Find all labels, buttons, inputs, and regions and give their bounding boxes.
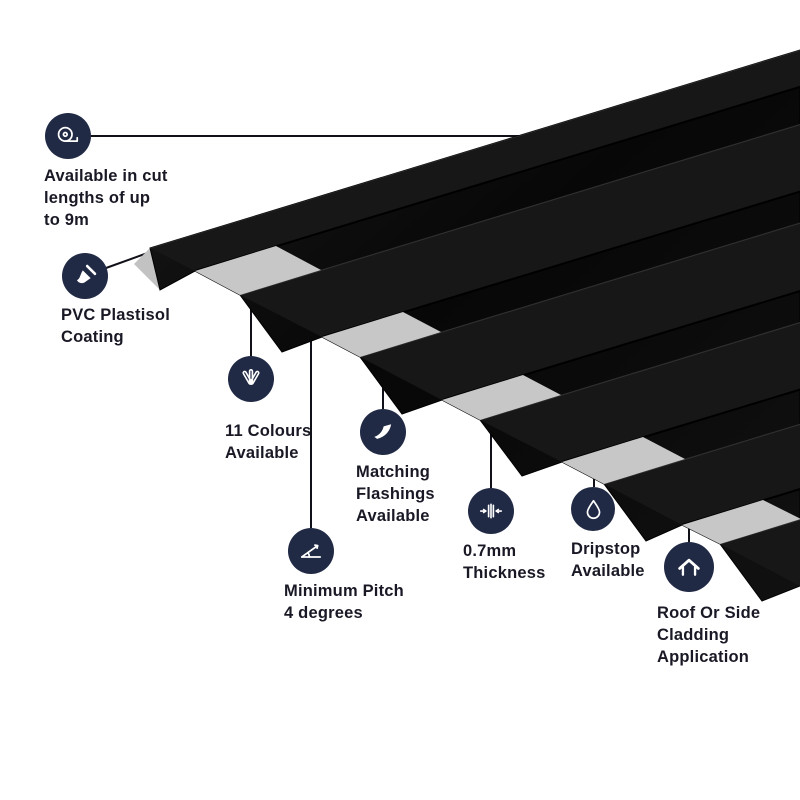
sheet-rib-shading — [150, 50, 800, 586]
sheet-valley-undersides — [195, 246, 800, 544]
sheet-tip-underside — [134, 248, 160, 290]
feature-label-thickness: 0.7mm Thickness — [463, 542, 546, 582]
pitch-angle-icon — [288, 528, 334, 574]
thickness-gauge-icon — [468, 488, 514, 534]
feature-label-cladding: Roof Or Side Cladding Application — [657, 604, 761, 666]
house-icon — [664, 542, 714, 592]
tape-measure-icon — [45, 113, 91, 159]
flashing-sheet-icon — [360, 409, 406, 455]
leader-lines — [91, 135, 690, 542]
feature-label-min-pitch: Minimum Pitch 4 degrees — [284, 582, 404, 622]
colour-fan-icon — [228, 356, 274, 402]
water-drop-icon — [571, 487, 615, 531]
feature-label-cut-lengths: Available in cut lengths of up to 9m — [44, 167, 168, 229]
feature-label-flashings: Matching Flashings Available — [356, 463, 435, 525]
feature-label-pvc-coating: PVC Plastisol Coating — [61, 306, 170, 346]
feature-label-colours: 11 Colours Available — [225, 422, 312, 462]
feature-label-dripstop: Dripstop Available — [571, 540, 645, 580]
paint-brush-icon — [62, 253, 108, 299]
